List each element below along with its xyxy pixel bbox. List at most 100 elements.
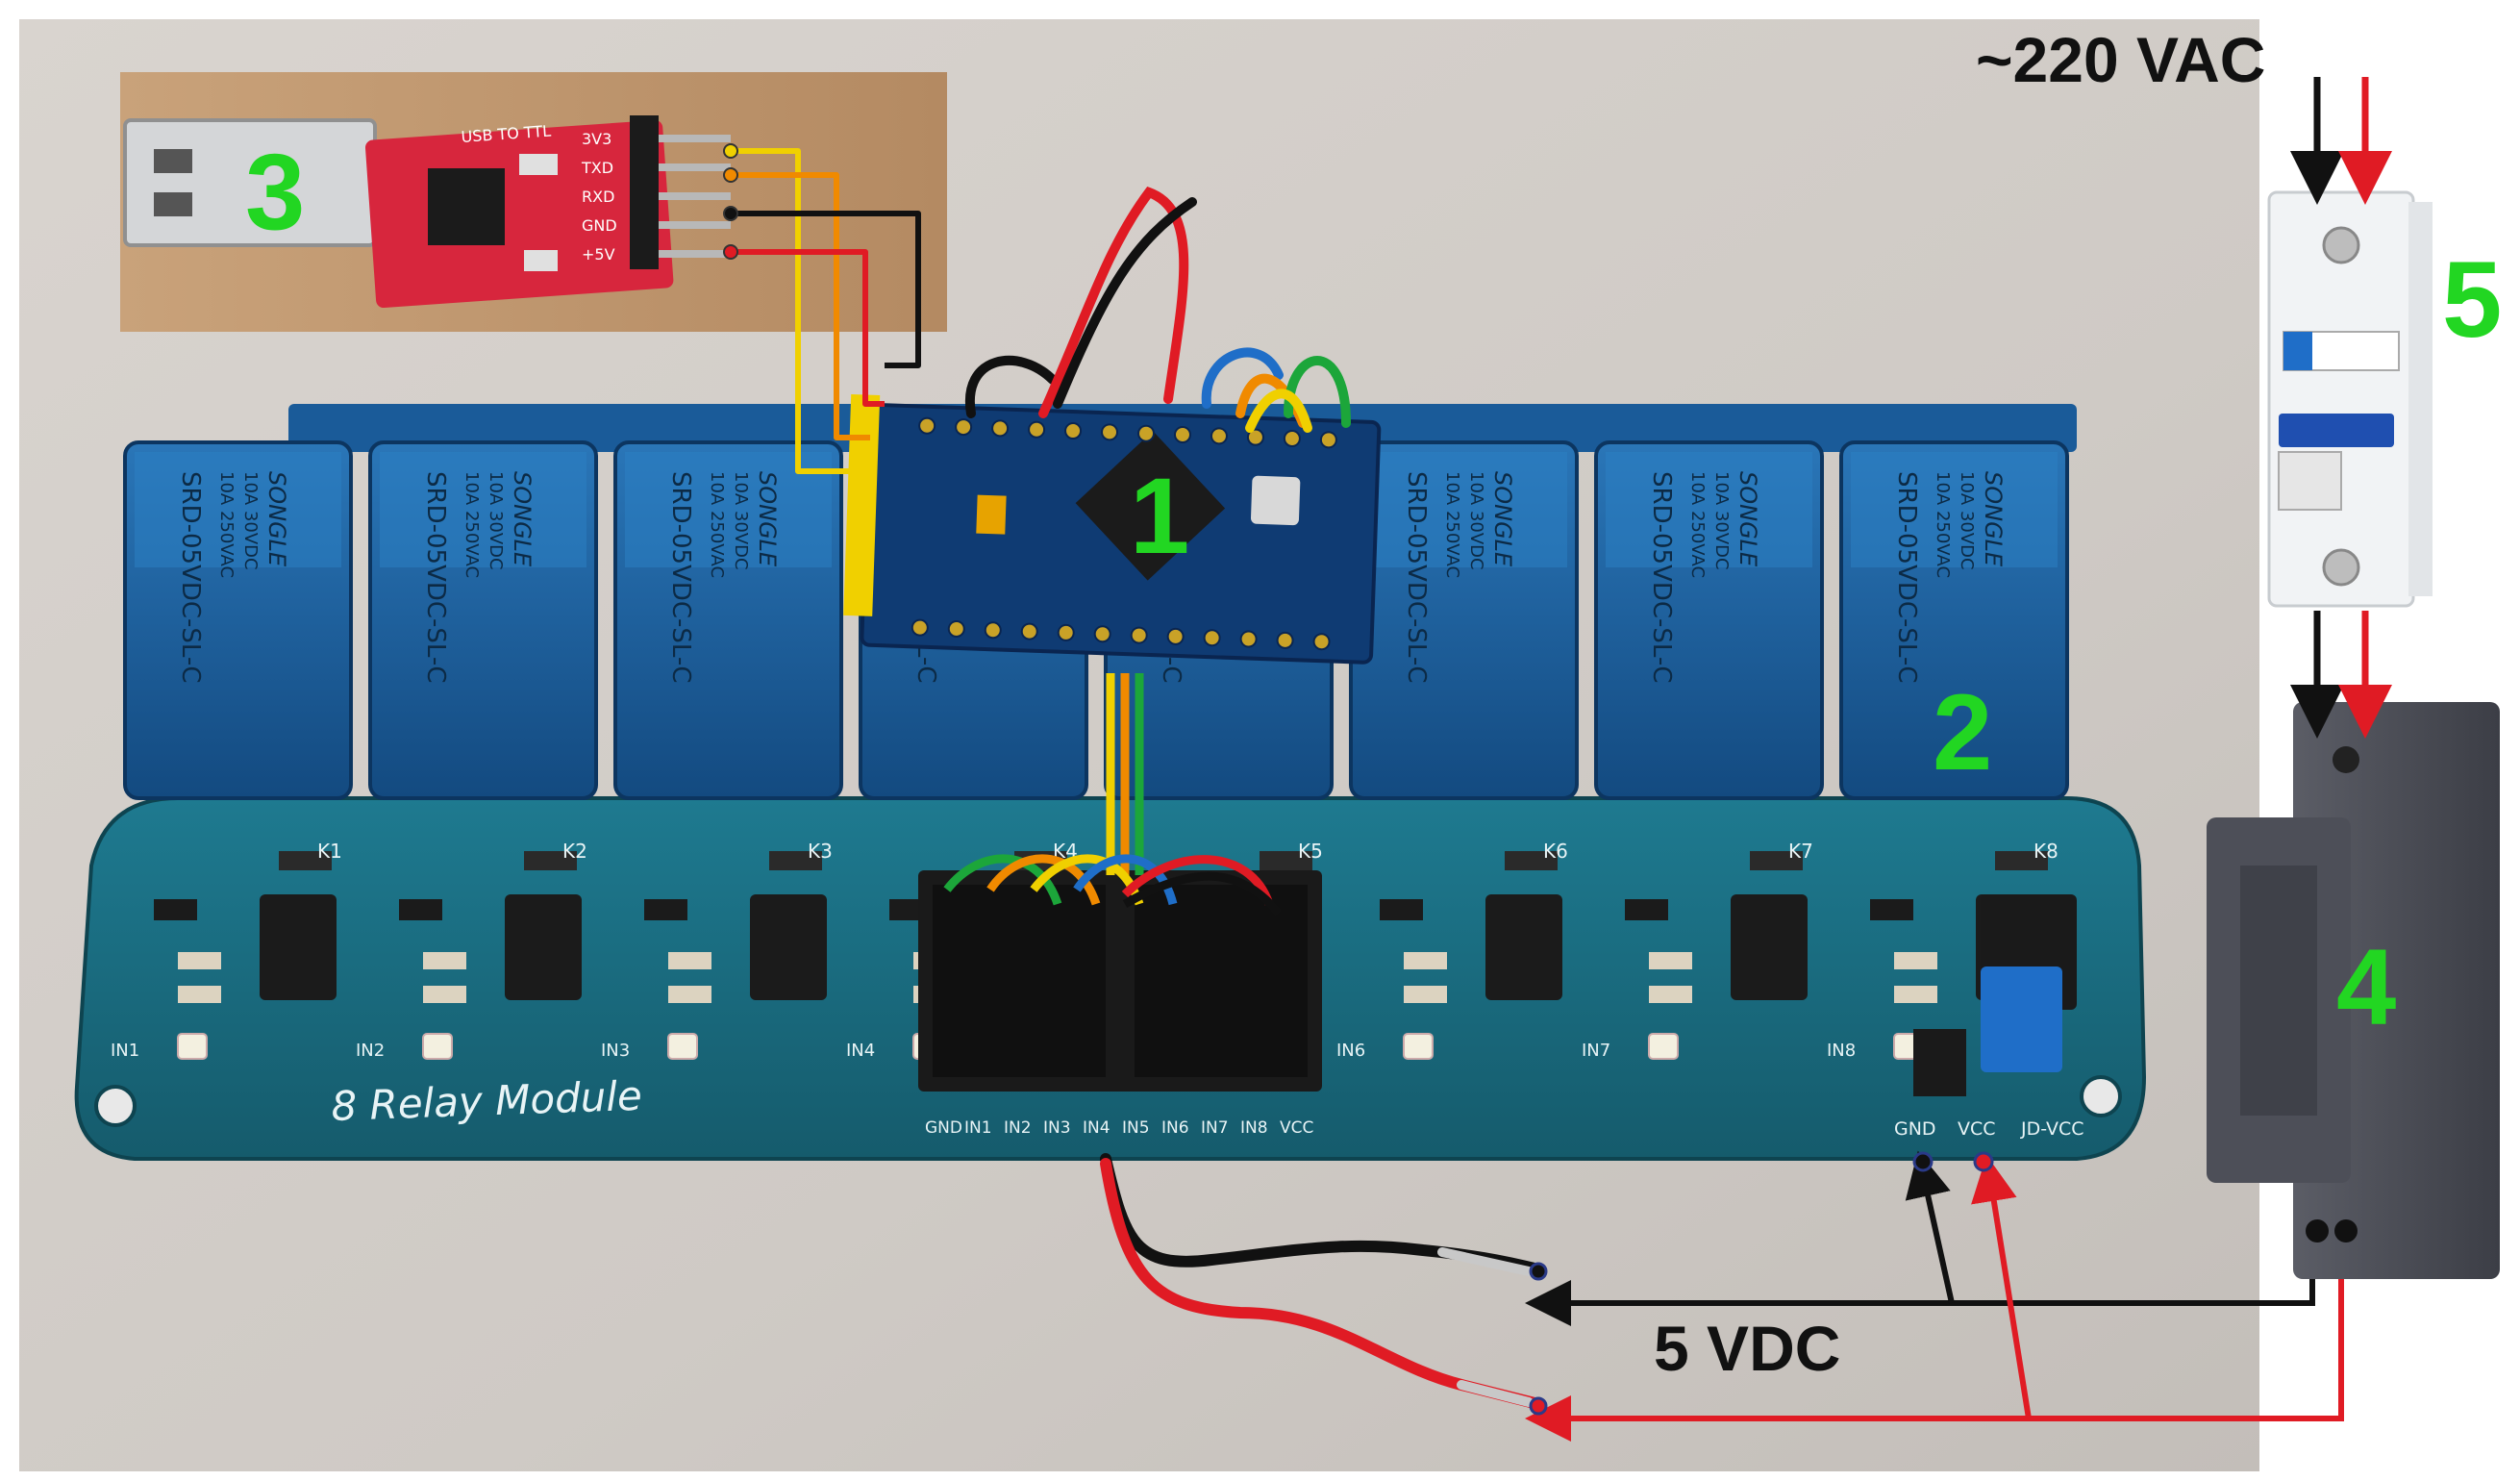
relay-id: K3	[808, 840, 833, 863]
relay-marking: SRD-05VDC-SL-C	[1402, 471, 1431, 683]
usb-header-pin	[659, 135, 731, 142]
optocoupler	[1731, 894, 1808, 1000]
transistor	[644, 899, 687, 920]
resistor	[178, 952, 221, 969]
resistor	[178, 986, 221, 1003]
relay-rating: 10A 30VDC	[240, 471, 261, 570]
relay-rating: 10A 250VAC	[1442, 471, 1462, 578]
relay-id: K5	[1298, 840, 1323, 863]
resistor	[1404, 986, 1447, 1003]
relay-marking: SRD-05VDC-SL-C	[1892, 471, 1921, 683]
input-led	[422, 1033, 453, 1060]
usb-pin-label: +5V	[582, 245, 615, 264]
jd-vcc-jumper	[1913, 894, 2077, 1096]
ac-input-arrows	[2290, 77, 2392, 739]
relay-rating: 10A 250VAC	[462, 471, 482, 578]
relay-brand: SONGLE	[509, 471, 536, 567]
label-4: 4	[2336, 927, 2396, 1047]
input-led-label: IN3	[601, 1041, 630, 1061]
relay-rating: 10A 250VAC	[1687, 471, 1708, 578]
header-pin-label: IN6	[1161, 1118, 1189, 1138]
diode	[279, 851, 332, 870]
ac-voltage-label: ~220 VAC	[1976, 24, 2265, 95]
usb-header-pin	[659, 221, 731, 229]
din-power-supply	[2207, 702, 2500, 1279]
resistor	[1894, 986, 1937, 1003]
header-pin-label: IN3	[1043, 1118, 1071, 1138]
arduino-pro-mini	[843, 393, 1382, 665]
usb-header-pin	[659, 250, 731, 258]
relay-id: K1	[317, 840, 342, 863]
relay-marking: SRD-05VDC-SL-C	[176, 471, 205, 683]
resistor	[423, 952, 466, 969]
diode	[1750, 851, 1803, 870]
relay-id: K2	[562, 840, 587, 863]
header-pin-label: IN5	[1122, 1118, 1150, 1138]
input-led-label: IN8	[1827, 1041, 1856, 1061]
vcc-terminal-dot	[1973, 1151, 1994, 1172]
relay-marking: SRD-05VDC-SL-C	[666, 471, 695, 683]
optocoupler	[1485, 894, 1562, 1000]
gnd-terminal-dot	[1912, 1151, 1934, 1172]
input-led-label: IN4	[846, 1041, 875, 1061]
relay-rating: 10A 30VDC	[1466, 471, 1486, 570]
diode	[769, 851, 822, 870]
relay-rating: 10A 30VDC	[486, 471, 506, 570]
dc-voltage-label: 5 VDC	[1654, 1313, 1840, 1384]
relay-marking: SRD-05VDC-SL-C	[421, 471, 450, 683]
relay-marking: SRD-05VDC-SL-C	[1647, 471, 1676, 683]
twisted-power-wires	[964, 187, 1351, 433]
input-led-label: IN2	[356, 1041, 385, 1061]
input-led	[1648, 1033, 1679, 1060]
usb-pin-label: GND	[582, 216, 617, 235]
resistor	[1649, 952, 1692, 969]
header-pin-label: IN1	[964, 1118, 992, 1138]
usb-header-pin	[659, 163, 731, 171]
power-pin-label: JD-VCC	[2020, 1118, 2084, 1140]
relay-brand: SONGLE	[1489, 471, 1516, 567]
transistor	[399, 899, 442, 920]
input-header-connector	[918, 870, 1322, 1092]
diode	[524, 851, 577, 870]
optocoupler	[750, 894, 827, 1000]
diode	[1260, 851, 1312, 870]
resistor	[423, 986, 466, 1003]
resistor	[668, 986, 711, 1003]
relay-rating: 10A 250VAC	[216, 471, 237, 578]
label-5: 5	[2442, 239, 2502, 360]
relay-rating: 10A 30VDC	[1957, 471, 1977, 570]
transistor	[1380, 899, 1423, 920]
dc-power-leads	[1100, 1153, 1544, 1410]
serial-wires	[731, 148, 921, 474]
relay-brand: SONGLE	[754, 471, 781, 567]
relay-id: K8	[2033, 840, 2058, 863]
usb-pin-label: TXD	[581, 159, 613, 177]
input-led	[177, 1033, 208, 1060]
transistor	[1870, 899, 1913, 920]
resistor	[1649, 986, 1692, 1003]
board-title: 8 Relay Module	[331, 1072, 643, 1130]
ribbon-wires	[943, 673, 1283, 916]
optocoupler	[505, 894, 582, 1000]
resistor	[668, 952, 711, 969]
relay-rating: 10A 250VAC	[707, 471, 727, 578]
label-1: 1	[1130, 456, 1189, 576]
header-pin-label: IN4	[1083, 1118, 1110, 1138]
diode	[1995, 851, 2048, 870]
wire-endpoints	[723, 143, 738, 260]
circuit-breaker	[2267, 190, 2433, 608]
usb-ttl-pcb	[364, 119, 674, 309]
input-led-label: IN7	[1582, 1041, 1610, 1061]
relay-brand: SONGLE	[1734, 471, 1761, 567]
usb-pin-label: 3V3	[582, 130, 611, 148]
input-led-label: IN1	[111, 1041, 139, 1061]
resistor	[1404, 952, 1447, 969]
